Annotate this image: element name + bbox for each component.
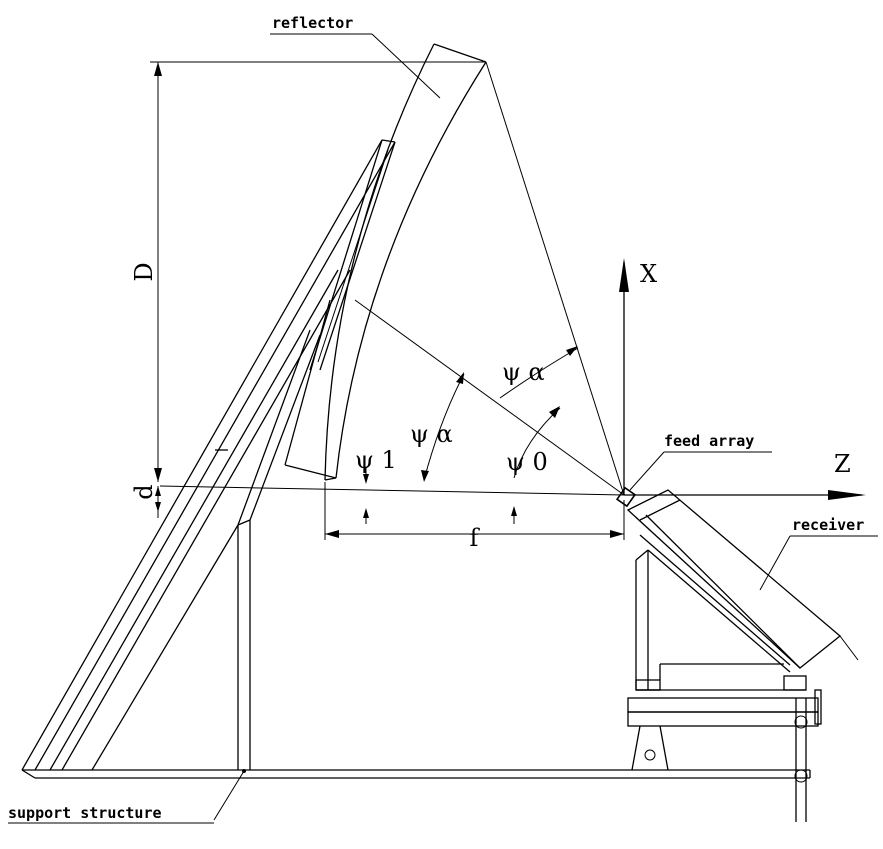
support-structure (21, 139, 811, 821)
label-receiver: receiver (792, 516, 864, 534)
receiver (626, 489, 878, 669)
ray-lines (159, 61, 625, 496)
label-psi-alpha-mid: ψ α (410, 420, 453, 448)
label-psi-alpha-top: ψ α (502, 358, 545, 386)
dimension-D (150, 61, 486, 482)
axis-x (619, 258, 629, 495)
axis-z (624, 490, 866, 500)
label-f: f (470, 524, 481, 552)
label-support-structure: support structure (8, 804, 162, 822)
label-psi-1: ψ 1 (355, 446, 397, 474)
receiver-mount (627, 534, 822, 822)
label-D: D (130, 262, 158, 281)
label-d: d (130, 484, 158, 499)
dimension-f (324, 482, 625, 540)
dimension-d (155, 486, 161, 518)
label-X: X (640, 260, 657, 288)
label-reflector: reflector (272, 14, 353, 32)
reflector (284, 43, 487, 481)
label-leaders (8, 33, 441, 824)
label-psi-0: ψ 0 (506, 448, 548, 476)
feed-array (615, 451, 772, 508)
label-Z: Z (834, 450, 851, 478)
label-feed-array: feed array (664, 432, 754, 450)
angle-markers (363, 346, 579, 524)
